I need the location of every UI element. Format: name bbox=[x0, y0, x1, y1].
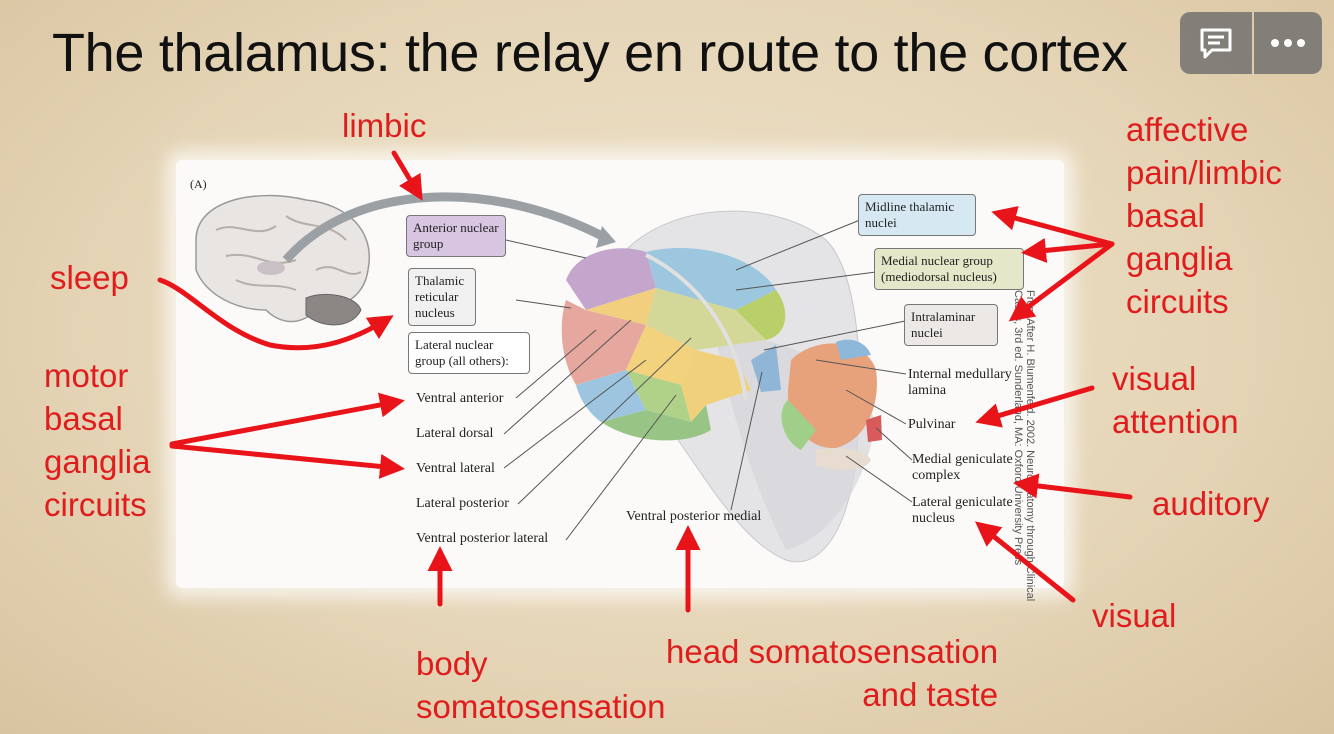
annotation-affective: affective pain/limbic basal ganglia circ… bbox=[1126, 111, 1282, 320]
leader-lines bbox=[503, 219, 913, 541]
label-ventral-posterior-lateral: Ventral posterior lateral bbox=[416, 531, 549, 546]
lateral-nuclear-group-box: Lateral nuclear group (all others): bbox=[408, 332, 530, 374]
annotation-visual-attention: visual attention bbox=[1112, 360, 1239, 440]
label-ventral-anterior: Ventral anterior bbox=[416, 391, 504, 406]
medial-nuclear-group-box: Medial nuclear group (mediodorsal nucleu… bbox=[874, 248, 1024, 290]
label-internal-medullary-lamina: Internal medullary lamina bbox=[908, 367, 1012, 398]
thalamus-illustration bbox=[195, 192, 882, 563]
label-pulvinar: Pulvinar bbox=[908, 417, 956, 432]
anterior-nuclear-group-box: Anterior nuclear group bbox=[406, 215, 506, 257]
panel-label: (A) bbox=[190, 177, 207, 191]
label-ventral-posterior-medial: Ventral posterior medial bbox=[626, 509, 762, 524]
comment-button[interactable] bbox=[1180, 12, 1252, 74]
annotation-motor-basal-ganglia: motor basal ganglia circuits bbox=[44, 357, 151, 523]
intralaminar-nuclei-box: Intralaminar nuclei bbox=[904, 304, 998, 346]
annotation-limbic: limbic bbox=[342, 107, 427, 144]
slide-title: The thalamus: the relay en route to the … bbox=[52, 23, 1128, 83]
annotation-sleep: sleep bbox=[50, 259, 129, 296]
label-lateral-dorsal: Lateral dorsal bbox=[416, 426, 494, 441]
midline-thalamic-nuclei-box: Midline thalamic nuclei bbox=[858, 194, 976, 236]
label-lateral-posterior: Lateral posterior bbox=[416, 496, 509, 511]
annotation-visual: visual bbox=[1092, 597, 1177, 634]
label-medial-geniculate: Medial geniculate complex bbox=[912, 452, 1013, 483]
annotation-body-somatosensation: body somatosensation bbox=[416, 645, 666, 725]
more-options-button[interactable] bbox=[1254, 12, 1322, 74]
figure-panel: (A) bbox=[176, 160, 1064, 588]
annotation-auditory: auditory bbox=[1152, 485, 1270, 522]
annotation-head-somatosensation: head somatosensation and taste bbox=[666, 633, 999, 713]
thalamic-reticular-nucleus-box: Thalamic reticular nucleus bbox=[408, 268, 476, 326]
more-icon bbox=[1271, 39, 1305, 47]
label-ventral-lateral: Ventral lateral bbox=[416, 461, 495, 476]
comment-icon bbox=[1200, 28, 1232, 59]
label-lateral-geniculate: Lateral geniculate nucleus bbox=[912, 495, 1013, 526]
